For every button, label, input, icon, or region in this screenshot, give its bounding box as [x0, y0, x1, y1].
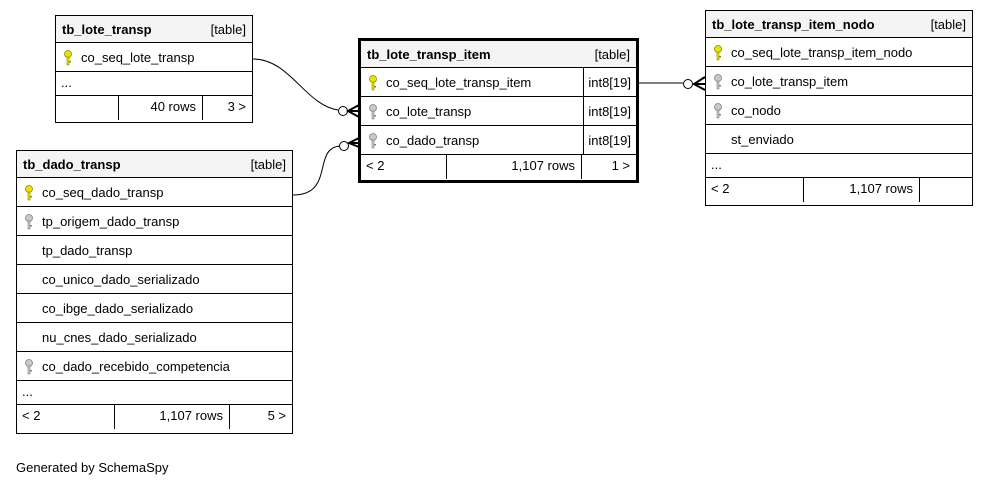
primary-key-icon [369, 75, 377, 91]
relationship-lote-transp [252, 58, 339, 111]
table-tb-lote-transp-item[interactable]: tb_lote_transp_item [table] co_seq_lote_… [358, 38, 639, 183]
column-name: co_nodo [731, 103, 781, 118]
column-name: tp_origem_dado_transp [42, 214, 180, 229]
column-row[interactable]: co_dado_recebido_competencia [17, 352, 292, 381]
footer-children-link[interactable]: 5 > [229, 405, 292, 429]
table-tb-lote-transp-item-nodo[interactable]: tb_lote_transp_item_nodo [table] co_seq_… [705, 10, 973, 206]
column-type: int8[19] [583, 126, 636, 154]
table-footer: 40 rows 3 > [56, 96, 252, 120]
crowfoot-icon [692, 76, 706, 91]
column-row[interactable]: co_seq_lote_transp_item int8[19] [361, 68, 636, 97]
column-name: co_unico_dado_serializado [42, 272, 200, 287]
footer-parents-link[interactable]: < 2 [22, 408, 41, 423]
table-footer: < 2 1,107 rows [706, 178, 972, 202]
footer-parents-link[interactable]: < 2 [366, 158, 385, 173]
column-name: co_lote_transp [386, 104, 472, 119]
table-name: tb_lote_transp_item [367, 47, 491, 62]
footer-children-link[interactable] [919, 178, 972, 202]
table-header[interactable]: tb_lote_transp [table] [56, 16, 252, 43]
optional-circle-icon [683, 79, 693, 89]
column-row[interactable]: tp_origem_dado_transp [17, 207, 292, 236]
column-row[interactable]: co_unico_dado_serializado [17, 265, 292, 294]
crowfoot-icon [345, 104, 360, 118]
footer-parents-link[interactable]: < 2 [711, 181, 730, 196]
column-row[interactable]: co_seq_dado_transp [17, 178, 292, 207]
foreign-key-icon [25, 214, 33, 230]
table-footer: < 2 1,107 rows 1 > [361, 155, 636, 179]
column-name: co_lote_transp_item [731, 74, 849, 89]
more-columns: ... [17, 381, 292, 405]
row-count: 1,107 rows [803, 178, 919, 202]
table-kind: [table] [250, 157, 286, 172]
table-name: tb_lote_transp_item_nodo [712, 17, 875, 32]
column-name: nu_cnes_dado_serializado [42, 330, 197, 345]
row-count: 1,107 rows [446, 155, 581, 179]
column-name: co_dado_transp [386, 133, 480, 148]
column-row[interactable]: co_lote_transp_item [706, 67, 972, 96]
table-kind: [table] [930, 17, 966, 32]
more-columns: ... [706, 154, 972, 178]
table-name: tb_lote_transp [62, 22, 152, 37]
table-name: tb_dado_transp [23, 157, 121, 172]
foreign-key-icon [369, 133, 377, 149]
foreign-key-icon [369, 104, 377, 120]
table-kind: [table] [210, 22, 246, 37]
crowfoot-icon [346, 137, 360, 148]
column-name: co_seq_lote_transp [81, 50, 195, 65]
foreign-key-icon [714, 74, 722, 90]
table-kind: [table] [594, 47, 630, 62]
column-row[interactable]: co_seq_lote_transp_item_nodo [706, 38, 972, 67]
column-name: co_ibge_dado_serializado [42, 301, 194, 316]
column-name: co_seq_lote_transp_item_nodo [731, 45, 913, 60]
column-name: co_seq_lote_transp_item [386, 75, 532, 90]
column-row[interactable]: nu_cnes_dado_serializado [17, 323, 292, 352]
column-name: tp_dado_transp [42, 243, 133, 258]
column-type: int8[19] [583, 68, 636, 96]
column-row[interactable]: co_dado_transp int8[19] [361, 126, 636, 155]
optional-circle-icon [339, 141, 349, 151]
row-count: 40 rows [118, 96, 202, 120]
more-columns: ... [56, 72, 252, 96]
column-name: co_seq_dado_transp [42, 185, 164, 200]
foreign-key-icon [25, 359, 33, 375]
table-header[interactable]: tb_dado_transp [table] [17, 151, 292, 178]
table-footer: < 2 1,107 rows 5 > [17, 405, 292, 429]
footer-parents-link[interactable] [56, 96, 118, 120]
column-row[interactable]: st_enviado [706, 125, 972, 154]
primary-key-icon [25, 185, 33, 201]
table-header[interactable]: tb_lote_transp_item [table] [361, 41, 636, 68]
column-type: int8[19] [583, 97, 636, 125]
table-header[interactable]: tb_lote_transp_item_nodo [table] [706, 11, 972, 38]
footer-children-link[interactable]: 3 > [202, 96, 252, 120]
column-name: co_dado_recebido_competencia [42, 359, 230, 374]
primary-key-icon [64, 50, 72, 66]
relationship-dado-transp [292, 145, 341, 196]
column-row[interactable]: tp_dado_transp [17, 236, 292, 265]
table-tb-dado-transp[interactable]: tb_dado_transp [table] co_seq_dado_trans… [16, 150, 293, 434]
column-row[interactable]: co_seq_lote_transp [56, 43, 252, 72]
primary-key-icon [714, 45, 722, 61]
generator-credit: Generated by SchemaSpy [16, 460, 169, 475]
column-row[interactable]: co_ibge_dado_serializado [17, 294, 292, 323]
table-tb-lote-transp[interactable]: tb_lote_transp [table] co_seq_lote_trans… [55, 15, 253, 123]
footer-children-link[interactable]: 1 > [581, 155, 636, 179]
column-row[interactable]: co_lote_transp int8[19] [361, 97, 636, 126]
column-row[interactable]: co_nodo [706, 96, 972, 125]
column-name: st_enviado [731, 132, 794, 147]
foreign-key-icon [714, 103, 722, 119]
row-count: 1,107 rows [114, 405, 229, 429]
